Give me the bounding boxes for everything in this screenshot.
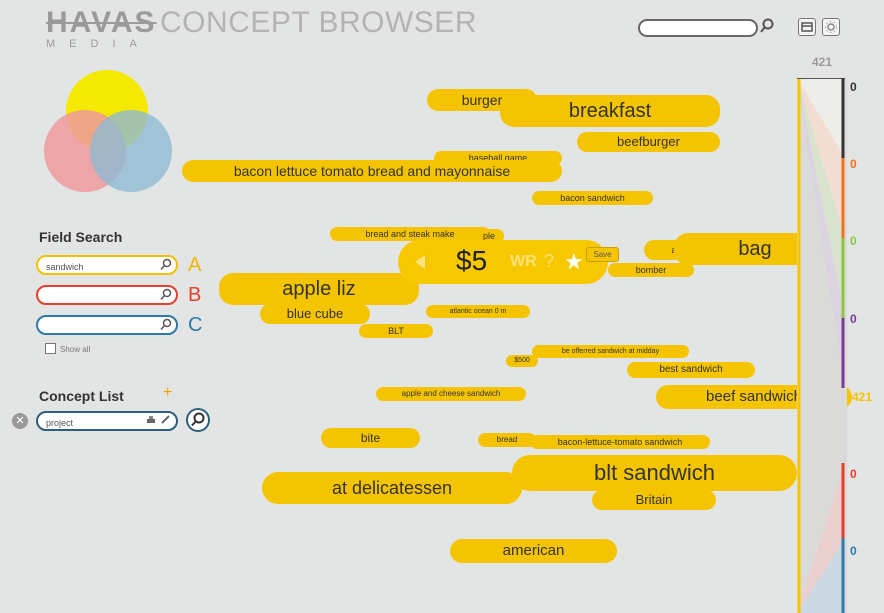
logo-havas: HAVAS (46, 6, 157, 39)
search-field-a[interactable] (36, 255, 178, 275)
print-icon[interactable] (146, 415, 156, 425)
back-arrow-icon[interactable] (414, 254, 426, 270)
concept-breakfast[interactable]: breakfast (500, 95, 720, 127)
field-search-title: Field Search (39, 229, 123, 245)
search-field-c-input[interactable] (38, 319, 156, 334)
popup-question[interactable]: ? (544, 251, 555, 271)
concept-american[interactable]: american (450, 539, 617, 563)
concept-offerred[interactable]: be offerred sandwich at midday (532, 345, 689, 358)
search-icon[interactable] (160, 318, 172, 331)
edit-icon[interactable] (160, 414, 171, 425)
concept-blt-sandwich[interactable]: blt sandwich (512, 455, 797, 491)
settings-icon[interactable] (822, 18, 840, 36)
concept-bacon-lettuce-tomato-sandwich[interactable]: bacon-lettuce-tomato sandwich (530, 435, 710, 449)
concept-bread[interactable]: bread (478, 433, 536, 447)
axis-label-3: 0 (850, 312, 857, 326)
top-search-input[interactable] (638, 19, 758, 37)
concept-list-title: Concept List (39, 388, 124, 404)
layout-icon[interactable] (798, 18, 816, 36)
field-letter-a: A (188, 254, 202, 276)
concept-britain[interactable]: Britain (592, 490, 716, 510)
clear-icon[interactable]: ✕ (12, 413, 28, 429)
concept-best-sandwich[interactable]: best sandwich (627, 362, 755, 378)
concept-atlantic[interactable]: atlantic ocean 0 m (426, 305, 530, 318)
concept-bacon-lettuce[interactable]: bacon lettuce tomato bread and mayonnais… (182, 160, 562, 182)
search-field-b-input[interactable] (38, 289, 156, 304)
concept-bite[interactable]: bite (321, 428, 420, 448)
concept-popup: $5 WR ? ★ (398, 240, 608, 284)
popup-price: $5 (456, 245, 488, 276)
add-concept-button[interactable]: + (163, 384, 173, 401)
concept-blt[interactable]: BLT (359, 324, 433, 338)
concept-500[interactable]: $500 (506, 355, 538, 367)
concept-apple-cheese[interactable]: apple and cheese sandwich (376, 387, 526, 401)
app-title: CONCEPT BROWSER (160, 6, 477, 39)
concept-beefburger[interactable]: beefburger (577, 132, 720, 152)
axis-fans (797, 78, 845, 613)
axis-label-4: 0 (850, 467, 857, 481)
concept-ple[interactable]: ple (474, 229, 504, 243)
concept-apple-liz[interactable]: apple liz (219, 273, 419, 305)
concept-bomber[interactable]: bomber (608, 263, 694, 277)
axis-label-5: 0 (850, 544, 857, 558)
search-icon[interactable] (160, 258, 172, 271)
concept-bacon-sandwich[interactable]: bacon sandwich (532, 191, 653, 205)
field-letter-c: C (188, 314, 203, 336)
concept-list-field[interactable] (36, 411, 178, 431)
search-icon[interactable] (760, 18, 774, 34)
concept-search-button[interactable] (186, 408, 210, 432)
concept-bread-steak[interactable]: bread and steak make (330, 227, 490, 241)
star-icon[interactable]: ★ (564, 249, 584, 274)
axis-label-0: 0 (850, 80, 857, 94)
popup-wr[interactable]: WR (510, 253, 537, 270)
field-letter-b: B (188, 284, 202, 306)
axis-mid-count: 421 (852, 390, 873, 404)
concept-blue-cube[interactable]: blue cube (260, 304, 370, 324)
axis-label-1: 0 (850, 157, 857, 171)
axis-label-2: 0 (850, 234, 857, 248)
save-button[interactable]: Save (586, 247, 619, 262)
logo-media: MEDIA (46, 38, 151, 50)
venn-circle-blue (90, 110, 172, 192)
axis-top-count: 421 (812, 55, 833, 69)
show-all-checkbox[interactable] (45, 343, 56, 354)
search-field-b[interactable] (36, 285, 178, 305)
search-icon (191, 412, 205, 427)
concept-list-input[interactable] (38, 415, 156, 430)
search-icon[interactable] (160, 288, 172, 301)
concept-at-delicatessen[interactable]: at delicatessen (262, 472, 522, 504)
search-field-a-input[interactable] (38, 259, 156, 274)
search-field-c[interactable] (36, 315, 178, 335)
show-all-label: Show all (60, 345, 91, 354)
